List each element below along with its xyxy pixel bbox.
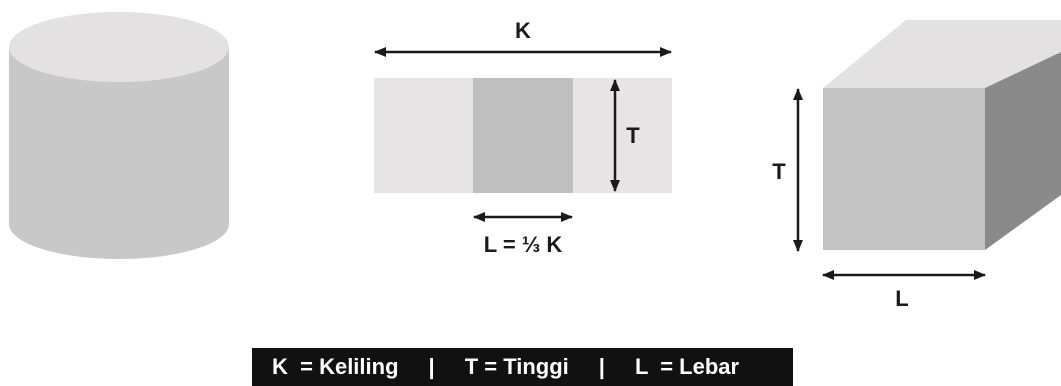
cylinder-shape [9,12,229,259]
cylinder-top [9,12,229,82]
legend-keliling: K = Keliling [272,354,399,379]
legend-lebar: L = Lebar [634,354,740,379]
legend-separator: | [428,354,435,379]
cylinder-body [9,47,229,259]
strip-width-label: L = ⅓ K [484,232,563,257]
box-height-label: T [772,159,786,184]
strip-length-label: K [515,18,531,43]
box-front-face [823,88,985,250]
legend-tinggi: T = Tinggi [464,354,569,379]
strip-height-label: T [626,123,640,148]
unrolled-strip [374,78,672,193]
legend-bar: K = Keliling | T = Tinggi | L = Lebar [252,348,793,386]
strip-middle-section [473,78,573,193]
strip-left-section [374,78,473,193]
strip-right-section [573,78,672,193]
box-top-face [823,20,1061,88]
box-side-face [985,52,1061,250]
legend-separator: | [598,354,605,379]
box-shape [823,20,1061,250]
box-width-label: L [895,286,908,311]
